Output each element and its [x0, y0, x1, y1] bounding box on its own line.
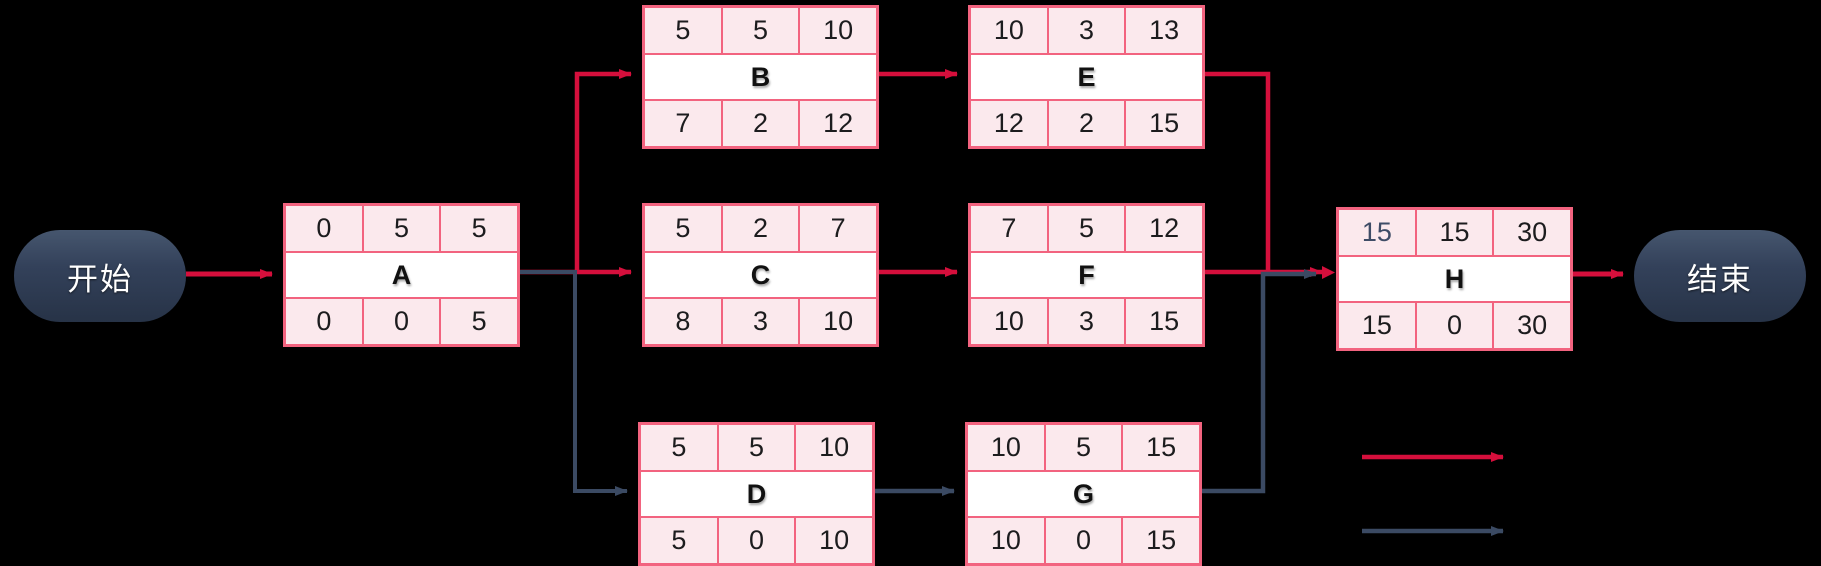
task-node-g[interactable]: 10 5 15 G 10 0 15: [965, 422, 1202, 566]
task-label: C: [750, 259, 771, 290]
task-label: D: [746, 478, 767, 509]
task-name-row: E: [971, 54, 1202, 100]
slack-cell: 0: [1416, 303, 1493, 349]
duration-cell: 5: [1048, 206, 1125, 251]
lf-cell: 15: [1126, 101, 1203, 147]
task-name-row: G: [968, 471, 1199, 517]
es-cell: 0: [286, 206, 362, 251]
early-row: 5 5 10: [645, 8, 877, 53]
slack-cell: 3: [722, 299, 799, 345]
early-row: 10 3 13: [971, 8, 1203, 53]
duration-cell: 5: [722, 8, 799, 53]
task-label: B: [750, 61, 771, 92]
lf-cell: 30: [1494, 303, 1571, 349]
arrow-a-to-b: [574, 69, 632, 272]
ls-cell: 15: [1339, 303, 1415, 349]
task-name-row: C: [645, 252, 876, 298]
lf-cell: 12: [800, 101, 877, 147]
arrow-g-to-h: [1198, 269, 1317, 494]
ef-cell: 30: [1494, 210, 1571, 255]
late-row: 7 2 12: [645, 101, 877, 147]
arrow-e-to-h: [1200, 71, 1271, 270]
slack-cell: 2: [722, 101, 799, 147]
late-row: 15 0 30: [1339, 303, 1571, 349]
late-row: 10 3 15: [971, 299, 1203, 345]
start-terminal[interactable]: 开始: [14, 230, 186, 322]
task-label: A: [391, 259, 412, 290]
task-node-e[interactable]: 10 3 13 E 12 2 15: [968, 5, 1205, 149]
early-row: 7 5 12: [971, 206, 1203, 251]
ef-cell: 10: [800, 8, 877, 53]
task-label: F: [1078, 259, 1095, 290]
lf-cell: 10: [800, 299, 877, 345]
task-name-row: B: [645, 54, 876, 100]
legend: [1362, 452, 1504, 536]
ls-cell: 10: [968, 518, 1044, 564]
lf-cell: 15: [1123, 518, 1200, 564]
es-cell: 10: [971, 8, 1047, 53]
early-row: 10 5 15: [968, 425, 1200, 470]
es-cell: 5: [645, 206, 721, 251]
ef-cell: 10: [796, 425, 873, 470]
ls-cell: 5: [641, 518, 717, 564]
es-cell: 5: [645, 8, 721, 53]
slack-cell: 0: [718, 518, 795, 564]
early-row: 5 2 7: [645, 206, 877, 251]
early-row: 5 5 10: [641, 425, 873, 470]
early-row: 0 5 5: [286, 206, 518, 251]
task-node-h[interactable]: 15 15 30 H 15 0 30: [1336, 207, 1573, 351]
task-name-row: H: [1339, 256, 1570, 302]
duration-cell: 5: [1045, 425, 1122, 470]
task-name-row: F: [971, 252, 1202, 298]
es-cell: 7: [971, 206, 1047, 251]
slack-cell: 2: [1048, 101, 1125, 147]
ls-cell: 0: [286, 299, 362, 345]
task-node-f[interactable]: 7 5 12 F 10 3 15: [968, 203, 1205, 347]
arrowhead-into-h: [1322, 266, 1335, 279]
slack-cell: 0: [1045, 518, 1122, 564]
task-node-c[interactable]: 5 2 7 C 8 3 10: [642, 203, 879, 347]
ls-cell: 7: [645, 101, 721, 147]
ef-cell: 15: [1123, 425, 1200, 470]
lf-cell: 15: [1126, 299, 1203, 345]
arrow-a-to-d: [514, 270, 628, 496]
lf-cell: 5: [441, 299, 518, 345]
task-node-b[interactable]: 5 5 10 B 7 2 12: [642, 5, 879, 149]
duration-cell: 15: [1416, 210, 1493, 255]
ls-cell: 8: [645, 299, 721, 345]
task-name-row: D: [641, 471, 872, 517]
task-name-row: A: [286, 252, 517, 298]
late-row: 10 0 15: [968, 518, 1200, 564]
slack-cell: 3: [1048, 299, 1125, 345]
es-cell: 5: [641, 425, 717, 470]
ef-cell: 13: [1126, 8, 1203, 53]
lf-cell: 10: [796, 518, 873, 564]
ef-cell: 7: [800, 206, 877, 251]
late-row: 12 2 15: [971, 101, 1203, 147]
duration-cell: 2: [722, 206, 799, 251]
slack-cell: 0: [363, 299, 440, 345]
duration-cell: 5: [718, 425, 795, 470]
task-node-d[interactable]: 5 5 10 D 5 0 10: [638, 422, 875, 566]
es-cell: 10: [968, 425, 1044, 470]
ls-cell: 10: [971, 299, 1047, 345]
end-terminal[interactable]: 结束: [1634, 230, 1806, 322]
ef-cell: 12: [1126, 206, 1203, 251]
late-row: 5 0 10: [641, 518, 873, 564]
duration-cell: 5: [363, 206, 440, 251]
task-label: E: [1077, 61, 1096, 92]
es-cell: 15: [1339, 210, 1415, 255]
ef-cell: 5: [441, 206, 518, 251]
late-row: 0 0 5: [286, 299, 518, 345]
early-row: 15 15 30: [1339, 210, 1571, 255]
task-label: G: [1072, 478, 1094, 509]
duration-cell: 3: [1048, 8, 1125, 53]
task-node-a[interactable]: 0 5 5 A 0 0 5: [283, 203, 520, 347]
task-label: H: [1444, 263, 1465, 294]
late-row: 8 3 10: [645, 299, 877, 345]
ls-cell: 12: [971, 101, 1047, 147]
